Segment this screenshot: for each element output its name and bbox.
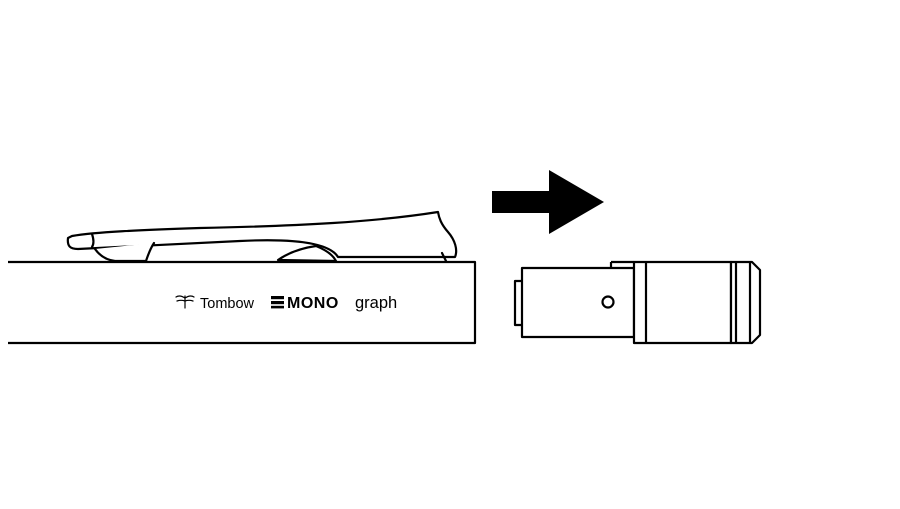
clip-front-leg: [93, 241, 156, 263]
brand-maker-text: Tombow: [200, 296, 255, 312]
cap-step: [609, 260, 634, 268]
eraser-cap: [513, 260, 762, 345]
dragonfly-logo-icon: [175, 295, 195, 309]
clip-blade: [66, 210, 458, 259]
brand-product-light-text: graph: [355, 294, 397, 312]
clip-foot: [440, 251, 448, 263]
cap-hole: [601, 295, 615, 309]
arrow-right-icon: [492, 170, 604, 234]
clip-edge: [90, 232, 95, 249]
mono-stripes-icon: [271, 296, 284, 309]
cap-sleeve: [520, 266, 636, 339]
cap-body: [632, 260, 733, 345]
pencil-barrel: [8, 260, 477, 345]
clip-rear-slider: [276, 244, 338, 263]
brand-printing: Tombow MONO graph: [175, 294, 397, 312]
brand-product-bold-text: MONO: [287, 295, 339, 312]
cap-end-ring: [729, 260, 762, 345]
barrel-outline: [8, 260, 477, 345]
pencil-clip: [66, 210, 458, 263]
